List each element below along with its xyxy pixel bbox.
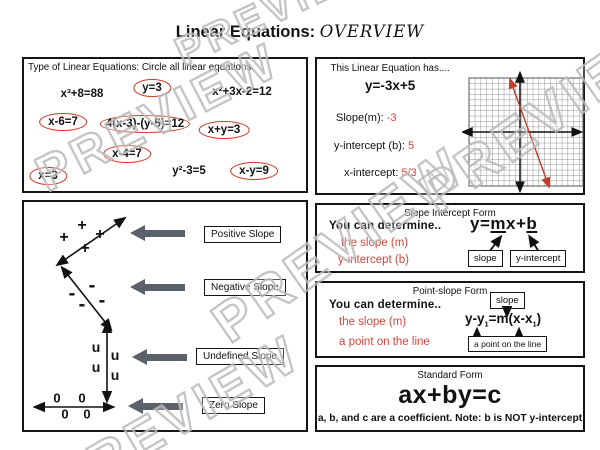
determine-item: y-intercept (b) bbox=[338, 254, 409, 266]
left-arrow-icon bbox=[130, 279, 185, 295]
zero-sign: 0 bbox=[78, 390, 86, 406]
x-intercept-row: x-intercept: 5/3 bbox=[344, 167, 417, 179]
types-panel: Type of Linear Equations: Circle all lin… bbox=[22, 57, 308, 193]
equation-panel-header: This Linear Equation has.... bbox=[330, 63, 450, 74]
equation-item-circled: x+y=3 bbox=[198, 121, 250, 139]
formula-part: =m(x-x bbox=[488, 311, 533, 326]
zero-sign: 0 bbox=[53, 390, 61, 406]
page-title: Linear Equations: OVERVIEW bbox=[0, 22, 600, 42]
positive-slope-label: Positive Slope bbox=[204, 226, 282, 243]
formula-b: b bbox=[526, 214, 538, 233]
equation-item: x³+8=88 bbox=[60, 88, 104, 100]
standard-form-title: Standard Form bbox=[417, 370, 483, 381]
determine-item: a point on the line bbox=[339, 336, 430, 348]
y-intercept-value: 5 bbox=[407, 140, 415, 152]
slope-box: slope bbox=[490, 292, 525, 309]
left-arrow-icon bbox=[128, 398, 183, 414]
minus-sign: - bbox=[98, 289, 106, 312]
zero-sign: 0 bbox=[83, 406, 91, 422]
y-intercept-row: y-intercept (b): 5 bbox=[334, 140, 414, 152]
page-title-main: Linear Equations: bbox=[175, 23, 316, 41]
standard-form-panel: Standard Form ax+by=c a, b, and c are a … bbox=[315, 365, 585, 432]
minus-sign: - bbox=[88, 274, 96, 297]
intro-text: You can determine.. bbox=[329, 299, 442, 311]
page-title-accent: OVERVIEW bbox=[319, 22, 425, 41]
point-slope-panel: Point-slope Form You can determine.. the… bbox=[315, 281, 585, 358]
x-intercept-value: 5/3 bbox=[401, 167, 417, 179]
minus-sign: - bbox=[78, 293, 86, 316]
formula-part: y-y bbox=[465, 311, 485, 326]
equation-item-circled: y=3 bbox=[133, 79, 171, 97]
equation-detail-panel: This Linear Equation has.... y=-3x+5 Slo… bbox=[315, 57, 585, 195]
equation-item-circled: x-y=9 bbox=[230, 162, 278, 180]
formula-sub: 1 bbox=[532, 319, 537, 329]
zero-sign: 0 bbox=[61, 406, 69, 422]
slope-intercept-title: Slope Intercept Form bbox=[404, 208, 496, 219]
zero-slope-label: Zero Slope bbox=[202, 397, 265, 414]
formula-part: x+ bbox=[506, 214, 527, 233]
determine-item: the slope (m) bbox=[339, 316, 407, 328]
formula-part: ) bbox=[536, 311, 542, 326]
left-arrow-icon bbox=[132, 349, 187, 365]
plus-sign: + bbox=[77, 217, 87, 234]
sample-equation: y=-3x+5 bbox=[365, 78, 416, 93]
plus-sign: + bbox=[80, 240, 90, 257]
pointer-arrows bbox=[488, 234, 540, 253]
point-slope-title: Point-slope Form bbox=[412, 286, 488, 297]
point-on-line-box: a point on the line bbox=[468, 336, 548, 352]
equation-item-circled: 4(x-3)-(y-5)=12 bbox=[99, 115, 191, 133]
equation-item-circled: x-4=7 bbox=[103, 145, 151, 163]
formula-m: m bbox=[490, 214, 507, 233]
slope-row: Slope(m): -3 bbox=[336, 112, 397, 124]
plotted-line bbox=[508, 77, 551, 189]
plus-sign: + bbox=[95, 226, 105, 243]
standard-form-note: a, b, and c are a coefficient. Note: b i… bbox=[317, 413, 583, 424]
slope-box: slope bbox=[468, 250, 503, 267]
negative-slope-line bbox=[60, 265, 113, 332]
coordinate-graph bbox=[462, 71, 584, 193]
slope-intercept-panel: Slope Intercept Form You can determine..… bbox=[315, 203, 585, 273]
undefined-slope-label: Undefined Slope bbox=[196, 348, 284, 365]
x-intercept-label: x-intercept: bbox=[344, 167, 399, 179]
u-sign: u bbox=[110, 367, 120, 383]
left-arrow-icon bbox=[130, 225, 185, 241]
negative-slope-label: Negative Slope bbox=[204, 279, 286, 296]
equation-item: y²-3=5 bbox=[172, 165, 206, 177]
determine-item: the slope (m) bbox=[341, 237, 409, 249]
equation-item: x²+3x-2=12 bbox=[212, 86, 272, 98]
u-sign: u bbox=[91, 359, 101, 375]
u-sign: u bbox=[91, 339, 101, 355]
slope-lines-graphic bbox=[32, 216, 127, 413]
formula-part: y= bbox=[470, 214, 491, 233]
slope-value: -3 bbox=[386, 112, 397, 124]
intro-text: You can determine.. bbox=[329, 220, 442, 232]
y-intercept-label: y-intercept (b): bbox=[334, 140, 405, 152]
minus-sign: - bbox=[68, 282, 76, 305]
positive-slope-line bbox=[55, 216, 127, 267]
plus-sign: + bbox=[59, 229, 69, 246]
slope-intercept-formula: y=mx+b bbox=[470, 214, 537, 234]
formula-sub: 1 bbox=[484, 319, 489, 329]
u-sign: u bbox=[110, 347, 120, 363]
types-panel-header: Type of Linear Equations: Circle all lin… bbox=[28, 62, 255, 73]
y-intercept-box: y-intercept bbox=[510, 250, 567, 267]
point-slope-formula: y-y1=m(x-x1) bbox=[465, 311, 541, 329]
equation-item-circled: x-6=7 bbox=[39, 113, 87, 131]
standard-formula: ax+by=c bbox=[398, 381, 502, 409]
equation-item-circled: x=3 bbox=[29, 167, 67, 185]
slope-types-panel: + + + + - - - - u u u u 0 0 0 0 Positive… bbox=[22, 200, 308, 432]
slope-label: Slope(m): bbox=[336, 112, 384, 124]
